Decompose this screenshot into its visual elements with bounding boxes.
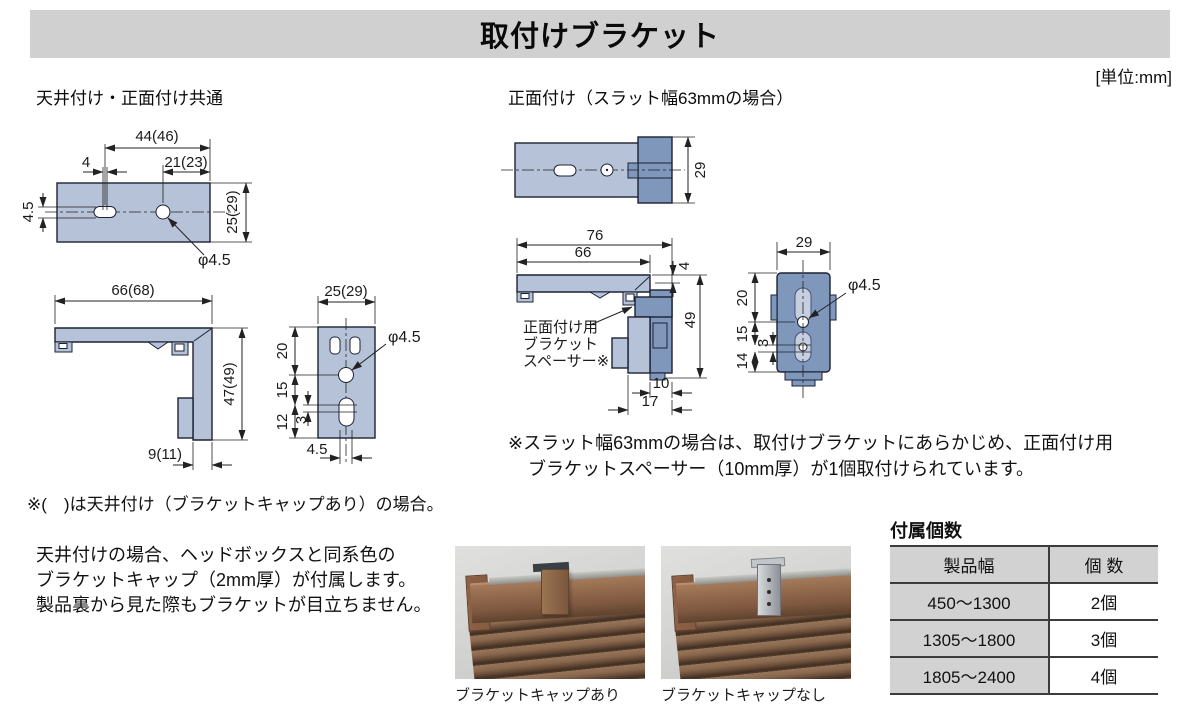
front-mount-side-view-diagram: 76 66 4 49 10 17 正面付け <box>516 228 707 415</box>
dim-label: 47(49) <box>221 362 238 405</box>
bracket-holes <box>767 578 771 582</box>
cell-count: 4個 <box>1048 658 1158 693</box>
bracket-foot <box>177 397 194 439</box>
dim-label: 3 <box>293 416 310 424</box>
dim-label: 15 <box>274 382 291 399</box>
table-row: 1305～1800 3個 <box>890 621 1158 658</box>
dim-label: 76 <box>587 228 604 244</box>
dim-label: 66 <box>575 244 592 261</box>
dim-label: 4 <box>676 262 693 270</box>
mount-slot <box>93 206 117 218</box>
dim-label: 4.5 <box>307 441 328 458</box>
accessory-table-title: 付属個数 <box>890 521 962 541</box>
slat-width-note: ※スラット幅63mmの場合は、取付けブラケットにあらかじめ、正面付け用 ブラケッ… <box>508 430 1113 482</box>
cell-count: 3個 <box>1048 621 1158 656</box>
dim-label: 3 <box>755 339 772 347</box>
dim-label: 21(23) <box>164 154 207 171</box>
spacer-block <box>634 296 673 318</box>
dim-label: 10 <box>653 375 670 392</box>
photo-caption-with-cap: ブラケットキャップあり <box>455 687 621 704</box>
cap-description-line: 天井付けの場合、ヘッドボックスと同系色の <box>36 545 396 565</box>
dim-label: 25(29) <box>324 283 367 300</box>
hole-dia-label: φ4.5 <box>388 329 421 346</box>
dim-label: 25(29) <box>224 190 241 233</box>
photo-without-bracket-cap <box>661 546 851 679</box>
parentheses-note: ※( )は天井付け（ブラケットキャップあり）の場合。 <box>27 495 444 514</box>
cell-product-width: 450～1300 <box>890 584 1048 619</box>
accessory-table: 製品幅 個 数 450～1300 2個 1305～1800 3個 1805～24… <box>890 545 1158 695</box>
front-mount-top-view-diagram: 29 <box>501 136 709 204</box>
cell-product-width: 1305～1800 <box>890 621 1048 656</box>
common-front-view-diagram: 25(29) 20 15 12 3 4.5 φ4.5 <box>274 283 421 465</box>
dim-label: 29 <box>796 234 813 251</box>
table-row: 1805～2400 4個 <box>890 658 1158 695</box>
unit-note: [単位:mm] <box>1095 68 1173 87</box>
title-bar: 取付けブラケット <box>30 10 1170 58</box>
metal-bracket <box>757 564 781 616</box>
cap-description-line: 製品裏から見た際もブラケットが目立ちません。 <box>36 595 432 615</box>
dim-label: 17 <box>642 393 659 410</box>
section-heading-common: 天井付け・正面付け共通 <box>36 89 223 108</box>
common-top-view-diagram: 44(46) 4 21(23) 4.5 25(29) φ4.5 <box>20 128 252 269</box>
photo-caption-without-cap: ブラケットキャップなし <box>661 687 827 704</box>
cap-description-line: ブラケットキャップ（2mm厚）が付属します。 <box>36 570 417 590</box>
dim-label: 4.5 <box>20 202 37 223</box>
page-title: 取付けブラケット <box>479 21 720 53</box>
spacer-label: 正面付け用 <box>523 319 598 336</box>
note-line: ※スラット幅63mmの場合は、取付けブラケットにあらかじめ、正面付け用 <box>508 433 1114 453</box>
hole-dia-label: φ4.5 <box>198 252 231 269</box>
cell-count: 2個 <box>1048 584 1158 619</box>
table-row: 450～1300 2個 <box>890 584 1158 621</box>
bracket-profile <box>516 274 651 293</box>
note-line: ブラケットスペーサー（10mm厚）が1個取付けられています。 <box>528 459 1035 479</box>
bracket-plate <box>56 182 211 243</box>
spacer-label: ブラケット <box>523 335 598 353</box>
column-header-product-width: 製品幅 <box>890 547 1048 582</box>
dim-label: 9(11) <box>148 446 182 463</box>
dim-label: 44(46) <box>135 128 178 145</box>
screw-hole <box>338 367 354 383</box>
dim-label: 49 <box>682 312 699 329</box>
front-mount-front-view-diagram: 29 20 15 14 3 φ4.5 <box>734 234 881 398</box>
dim-label: 66(68) <box>111 282 154 299</box>
dim-label: 14 <box>734 353 751 370</box>
table-header-row: 製品幅 個 数 <box>890 547 1158 584</box>
mount-slot <box>553 164 577 177</box>
dim-label: 20 <box>274 343 291 360</box>
cell-product-width: 1805～2400 <box>890 658 1048 693</box>
common-side-view-diagram: 66(68) 47(49) 9(11) <box>54 282 248 470</box>
dim-label: 29 <box>692 162 709 179</box>
hole-dia-label: φ4.5 <box>848 277 881 294</box>
section-heading-front-mount: 正面付け（スラット幅63mmの場合） <box>508 89 794 108</box>
column-header-count: 個 数 <box>1048 547 1158 582</box>
screw-hole <box>155 204 171 220</box>
dim-label: 15 <box>734 326 751 343</box>
spacer-label: スペーサー※ <box>523 353 609 370</box>
cap-description: 天井付けの場合、ヘッドボックスと同系色の ブラケットキャップ（2mm厚）が付属し… <box>36 543 431 618</box>
dim-label: 12 <box>274 414 291 431</box>
dim-label: 4 <box>82 154 90 171</box>
photo-with-bracket-cap <box>455 546 645 679</box>
bracket-cap <box>541 569 569 615</box>
dim-label: 20 <box>734 290 751 307</box>
